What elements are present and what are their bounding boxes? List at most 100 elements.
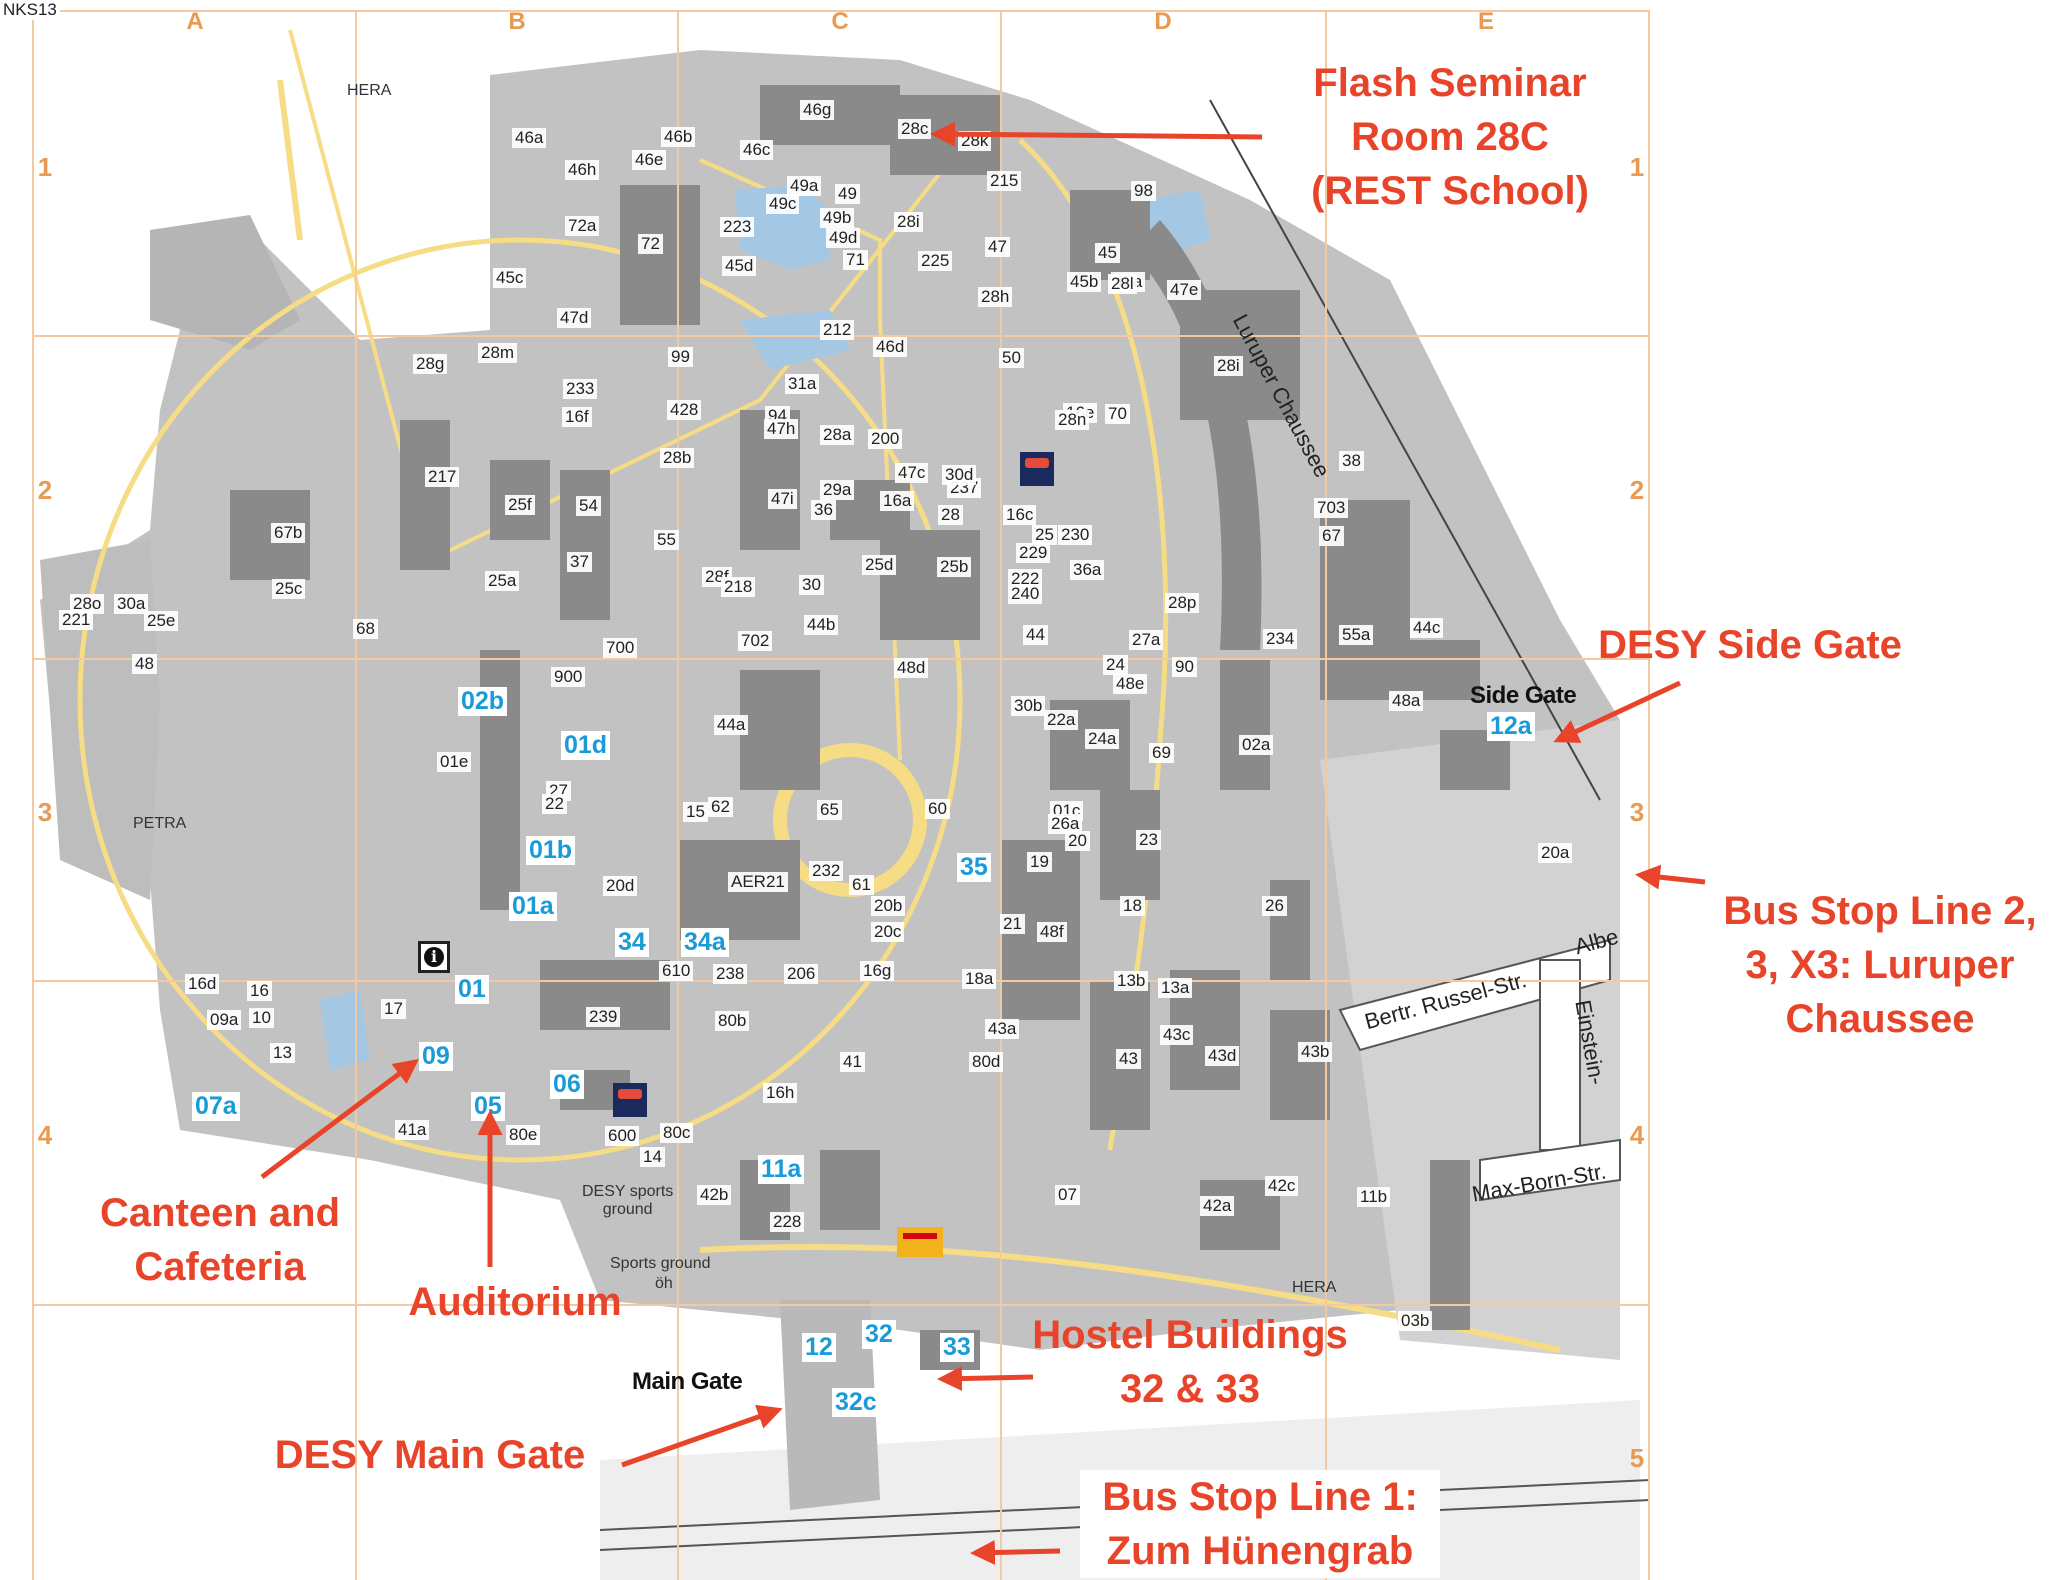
building-label[interactable]: 36	[811, 500, 836, 520]
building-label[interactable]: 228	[770, 1212, 805, 1232]
building-label[interactable]: 28p	[1165, 593, 1200, 613]
building-label[interactable]: 38	[1339, 451, 1364, 471]
building-label[interactable]: 03b	[1398, 1311, 1433, 1331]
building-label[interactable]: NKS13	[0, 0, 60, 20]
building-label[interactable]: 28k	[958, 131, 992, 151]
building-label[interactable]: 17	[381, 999, 406, 1019]
building-label[interactable]: 42c	[1265, 1176, 1299, 1196]
highlighted-building-label[interactable]: 32c	[832, 1388, 880, 1417]
building-label[interactable]: 15	[683, 802, 708, 822]
building-label[interactable]: 46d	[873, 337, 908, 357]
building-label[interactable]: 703	[1314, 498, 1349, 518]
highlighted-building-label[interactable]: 34	[615, 928, 649, 957]
building-label[interactable]: 49d	[826, 228, 861, 248]
building-label[interactable]: 42a	[1200, 1196, 1235, 1216]
building-label[interactable]: 47d	[557, 308, 592, 328]
building-label[interactable]: 47e	[1167, 280, 1202, 300]
building-label[interactable]: 49c	[766, 194, 800, 214]
building-label[interactable]: 45	[1095, 243, 1120, 263]
building-label[interactable]: 28c	[898, 119, 932, 139]
highlighted-building-label[interactable]: 32	[862, 1320, 896, 1349]
highlighted-building-label[interactable]: 12a	[1487, 712, 1535, 741]
building-label[interactable]: 16h	[763, 1083, 798, 1103]
building-label[interactable]: 80d	[969, 1052, 1004, 1072]
building-label[interactable]: 28	[938, 505, 963, 525]
building-label[interactable]: 20a	[1538, 843, 1573, 863]
building-label[interactable]: 98	[1131, 181, 1156, 201]
building-label[interactable]: 900	[551, 667, 586, 687]
building-label[interactable]: 70	[1105, 404, 1130, 424]
building-label[interactable]: 24	[1103, 655, 1128, 675]
building-label[interactable]: 27a	[1129, 630, 1164, 650]
building-label[interactable]: 45b	[1067, 272, 1102, 292]
building-label[interactable]: 62	[708, 797, 733, 817]
building-label[interactable]: 25a	[485, 571, 520, 591]
building-label[interactable]: 25b	[937, 557, 972, 577]
building-label[interactable]: 16	[247, 981, 272, 1001]
building-label[interactable]: 55	[654, 530, 679, 550]
highlighted-building-label[interactable]: 07a	[192, 1092, 240, 1121]
building-label[interactable]: 20	[1065, 831, 1090, 851]
building-label[interactable]: 16d	[185, 974, 220, 994]
building-label[interactable]: 48d	[894, 658, 929, 678]
building-label[interactable]: 16a	[880, 491, 915, 511]
building-label[interactable]: 13a	[1158, 978, 1193, 998]
highlighted-building-label[interactable]: 05	[471, 1092, 505, 1121]
building-label[interactable]: 43c	[1160, 1025, 1194, 1045]
building-label[interactable]: 67	[1319, 526, 1344, 546]
building-label[interactable]: 23	[1136, 830, 1161, 850]
building-label[interactable]: 09a	[207, 1010, 242, 1030]
building-label[interactable]: 223	[720, 217, 755, 237]
building-label[interactable]: 25	[1032, 525, 1057, 545]
building-label[interactable]: 25d	[862, 555, 897, 575]
building-label[interactable]: 30a	[114, 594, 149, 614]
building-label[interactable]: 20b	[871, 896, 906, 916]
building-label[interactable]: 47	[985, 237, 1010, 257]
building-label[interactable]: 45d	[722, 256, 757, 276]
building-label[interactable]: 44a	[714, 715, 749, 735]
building-label[interactable]: 54	[576, 496, 601, 516]
building-label[interactable]: 26	[1262, 896, 1287, 916]
building-label[interactable]: 28n	[1055, 410, 1090, 430]
building-label[interactable]: 230	[1058, 525, 1093, 545]
building-label[interactable]: 44b	[804, 615, 839, 635]
building-label[interactable]: 46e	[632, 150, 667, 170]
building-label[interactable]: 99	[668, 347, 693, 367]
building-label[interactable]: 600	[605, 1126, 640, 1146]
building-label[interactable]: 428	[667, 400, 702, 420]
building-label[interactable]: 221	[59, 610, 94, 630]
building-label[interactable]: 28o	[70, 594, 105, 614]
highlighted-building-label[interactable]: 35	[957, 853, 991, 882]
building-label[interactable]: 28h	[978, 287, 1013, 307]
building-label[interactable]: 233	[563, 379, 598, 399]
building-label[interactable]: 41a	[395, 1120, 430, 1140]
building-label[interactable]: 200	[868, 429, 903, 449]
building-label[interactable]: 45c	[493, 268, 527, 288]
building-label[interactable]: 10	[249, 1008, 274, 1028]
highlighted-building-label[interactable]: 09	[419, 1042, 453, 1071]
building-label[interactable]: 48	[132, 654, 157, 674]
building-label[interactable]: 67b	[271, 523, 306, 543]
building-label[interactable]: 46h	[565, 160, 600, 180]
building-label[interactable]: 18	[1120, 896, 1145, 916]
highlighted-building-label[interactable]: 01b	[526, 836, 576, 865]
building-label[interactable]: 49a	[787, 176, 822, 196]
building-label[interactable]: 37	[567, 552, 592, 572]
building-label[interactable]: 30	[799, 575, 824, 595]
building-label[interactable]: 07	[1055, 1185, 1080, 1205]
building-label[interactable]: 25e	[144, 611, 179, 631]
building-label[interactable]: 80c	[660, 1123, 694, 1143]
highlighted-building-label[interactable]: 01d	[561, 731, 611, 760]
building-label[interactable]: 46b	[661, 127, 696, 147]
building-label[interactable]: 46c	[740, 140, 774, 160]
building-label[interactable]: 215	[987, 171, 1022, 191]
highlighted-building-label[interactable]: 02b	[458, 687, 508, 716]
building-label[interactable]: 50	[999, 348, 1024, 368]
building-label[interactable]: 11b	[1357, 1187, 1391, 1207]
building-label[interactable]: 30d	[942, 465, 977, 485]
building-label[interactable]: 28i	[1214, 356, 1243, 376]
building-label[interactable]: 90	[1172, 657, 1197, 677]
building-label[interactable]: 702	[738, 631, 773, 651]
highlighted-building-label[interactable]: 34a	[681, 928, 729, 957]
highlighted-building-label[interactable]: 01a	[509, 892, 557, 921]
